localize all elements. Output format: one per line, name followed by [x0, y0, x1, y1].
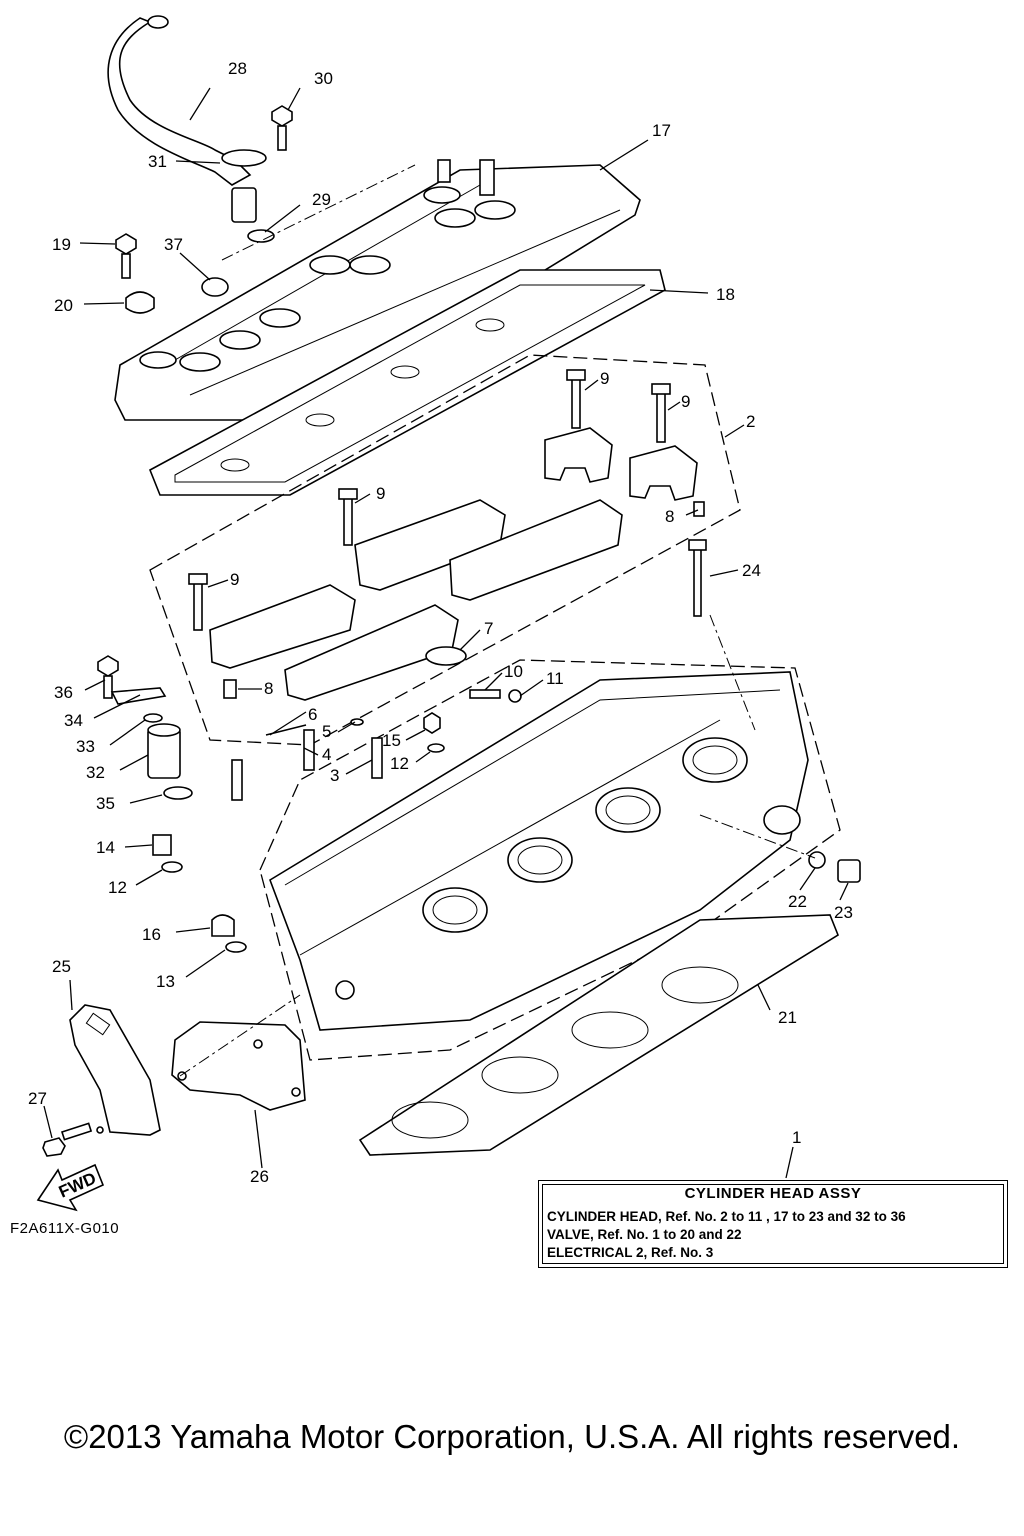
callout-22: 22: [788, 892, 807, 911]
callout-13: 13: [156, 972, 175, 991]
callout-20: 20: [54, 296, 73, 315]
camshaft-caps: [209, 427, 698, 701]
callout-10: 10: [504, 662, 523, 681]
callout-16: 16: [142, 925, 161, 944]
group-boundary-2: [149, 354, 741, 746]
callout-28: 28: [228, 59, 247, 78]
callout-31: 31: [148, 152, 167, 171]
breather-hose: [107, 15, 267, 223]
callout-8a: 8: [665, 507, 674, 526]
small-fasteners-top: [115, 105, 293, 314]
assembly-note-inner-border: [542, 1184, 1004, 1264]
copyright-notice: ©2013 Yamaha Motor Corporation, U.S.A. A…: [63, 1418, 961, 1455]
callout-9b: 9: [681, 392, 690, 411]
callout-19: 19: [52, 235, 71, 254]
callout-6: 6: [308, 705, 317, 724]
callout-33: 33: [76, 737, 95, 756]
callout-12a: 12: [390, 754, 409, 773]
head-gasket: [358, 914, 839, 1156]
cover-gasket: [148, 269, 666, 496]
callout-14: 14: [96, 838, 115, 857]
callout-9d: 9: [230, 570, 239, 589]
callout-9c: 9: [376, 484, 385, 503]
engine-brackets: [42, 1004, 306, 1157]
callout-23: 23: [834, 903, 853, 922]
callout-1: 1: [792, 1128, 801, 1147]
callout-29: 29: [312, 190, 331, 209]
assembly-line: ELECTRICAL 2, Ref. No. 3: [547, 1245, 714, 1260]
callout-7: 7: [484, 619, 493, 638]
callout-25: 25: [52, 957, 71, 976]
callout-21: 21: [778, 1008, 797, 1027]
callout-2: 2: [746, 412, 755, 431]
callout-27: 27: [28, 1089, 47, 1108]
callout-12b: 12: [108, 878, 127, 897]
assembly-title: CYLINDER HEAD ASSY: [684, 1185, 862, 1202]
assembly-line: VALVE, Ref. No. 1 to 20 and 22: [547, 1227, 742, 1242]
callout-15: 15: [382, 731, 401, 750]
callout-labels: 1 2 3 4 5 6 7 8 8 9 9 9 9 10 11 12 12 13…: [28, 59, 853, 1186]
figure-code: F2A611X-G010: [10, 1220, 120, 1237]
callout-18: 18: [716, 285, 735, 304]
callout-24: 24: [742, 561, 761, 580]
callout-37: 37: [164, 235, 183, 254]
assembly-note-box: CYLINDER HEAD ASSY CYLINDER HEAD, Ref. N…: [538, 1180, 1008, 1268]
callout-9a: 9: [600, 369, 609, 388]
cylinder-head-cover: [114, 159, 641, 421]
cap-bolts: [188, 369, 707, 699]
callout-34: 34: [64, 711, 83, 730]
callout-5: 5: [322, 722, 331, 741]
assembly-line: CYLINDER HEAD, Ref. No. 2 to 11 , 17 to …: [547, 1209, 906, 1224]
callout-26: 26: [250, 1167, 269, 1186]
callout-35: 35: [96, 794, 115, 813]
callout-3: 3: [330, 766, 339, 785]
callout-30: 30: [314, 69, 333, 88]
cylinder-head-body: [269, 671, 809, 1031]
callout-32: 32: [86, 763, 105, 782]
leader-lines: [43, 87, 849, 1179]
callout-17: 17: [652, 121, 671, 140]
callout-36: 36: [54, 683, 73, 702]
callout-8b: 8: [264, 679, 273, 698]
callout-4: 4: [322, 745, 331, 764]
callout-11: 11: [546, 669, 564, 688]
fwd-arrow: FWD: [36, 1163, 105, 1212]
